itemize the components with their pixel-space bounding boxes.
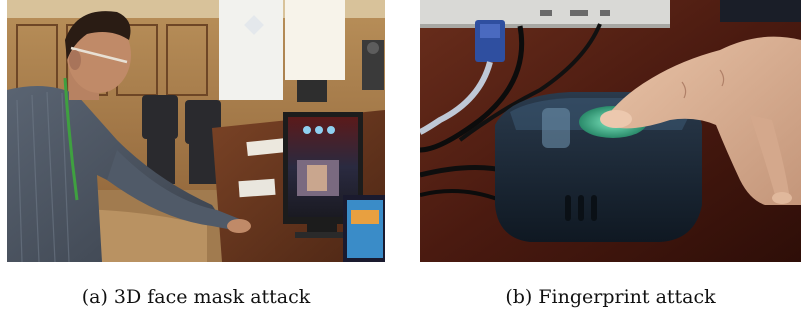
- face-mask-attack-photo: [7, 0, 385, 262]
- caption-b-text: Fingerprint attack: [538, 286, 716, 308]
- caption-a-tag: (a): [81, 286, 108, 308]
- caption-a-text: 3D face mask attack: [113, 286, 311, 308]
- caption-b: (b) Fingerprint attack: [420, 286, 801, 308]
- caption-b-tag: (b): [505, 286, 533, 308]
- face-mask-attack-illustration: [7, 0, 385, 262]
- fingerprint-attack-photo: [420, 0, 801, 262]
- caption-a: (a) 3D face mask attack: [7, 286, 385, 308]
- fingerprint-attack-illustration: [420, 0, 801, 262]
